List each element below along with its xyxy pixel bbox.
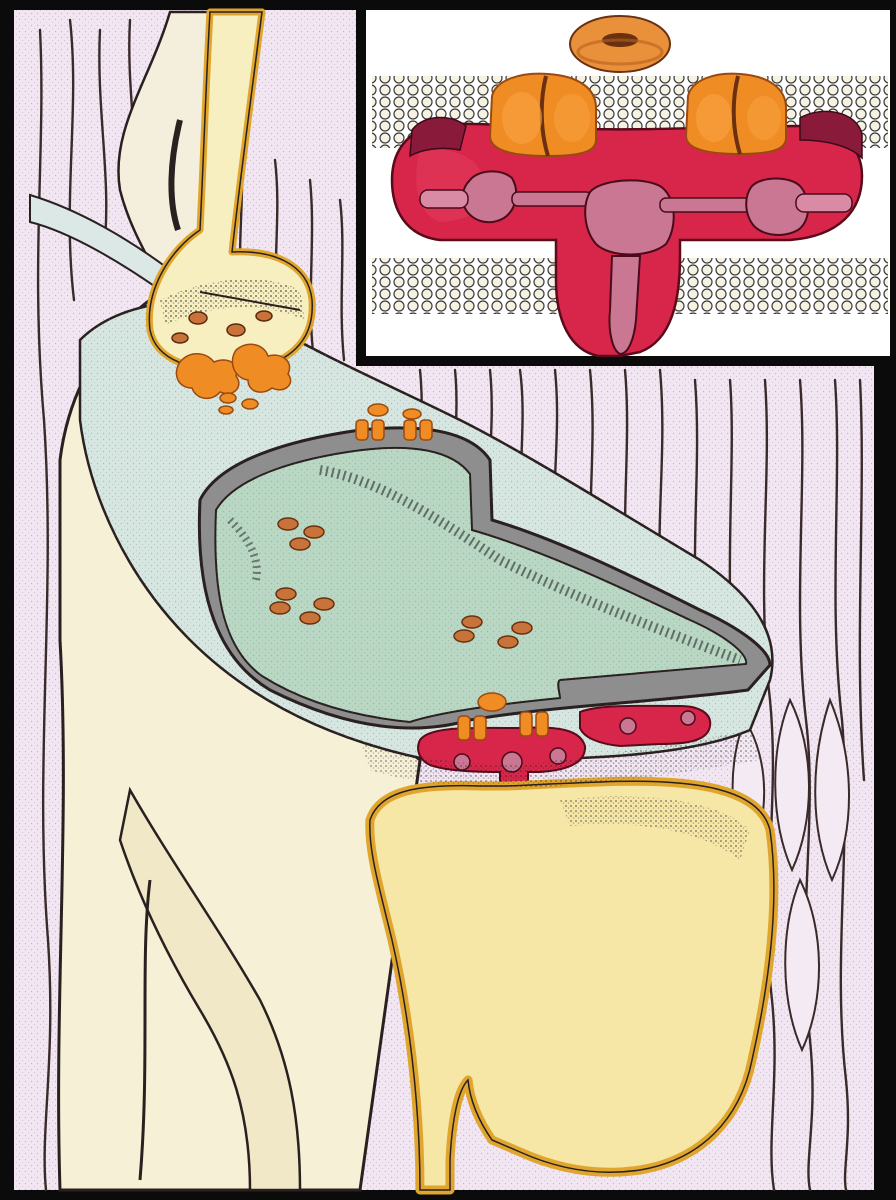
target-cell	[370, 781, 774, 1190]
inset-panel	[356, 4, 896, 366]
inset-receptor-left	[490, 74, 596, 156]
inset-ring-ligand	[570, 16, 670, 72]
inset-receptor-right	[686, 74, 786, 154]
